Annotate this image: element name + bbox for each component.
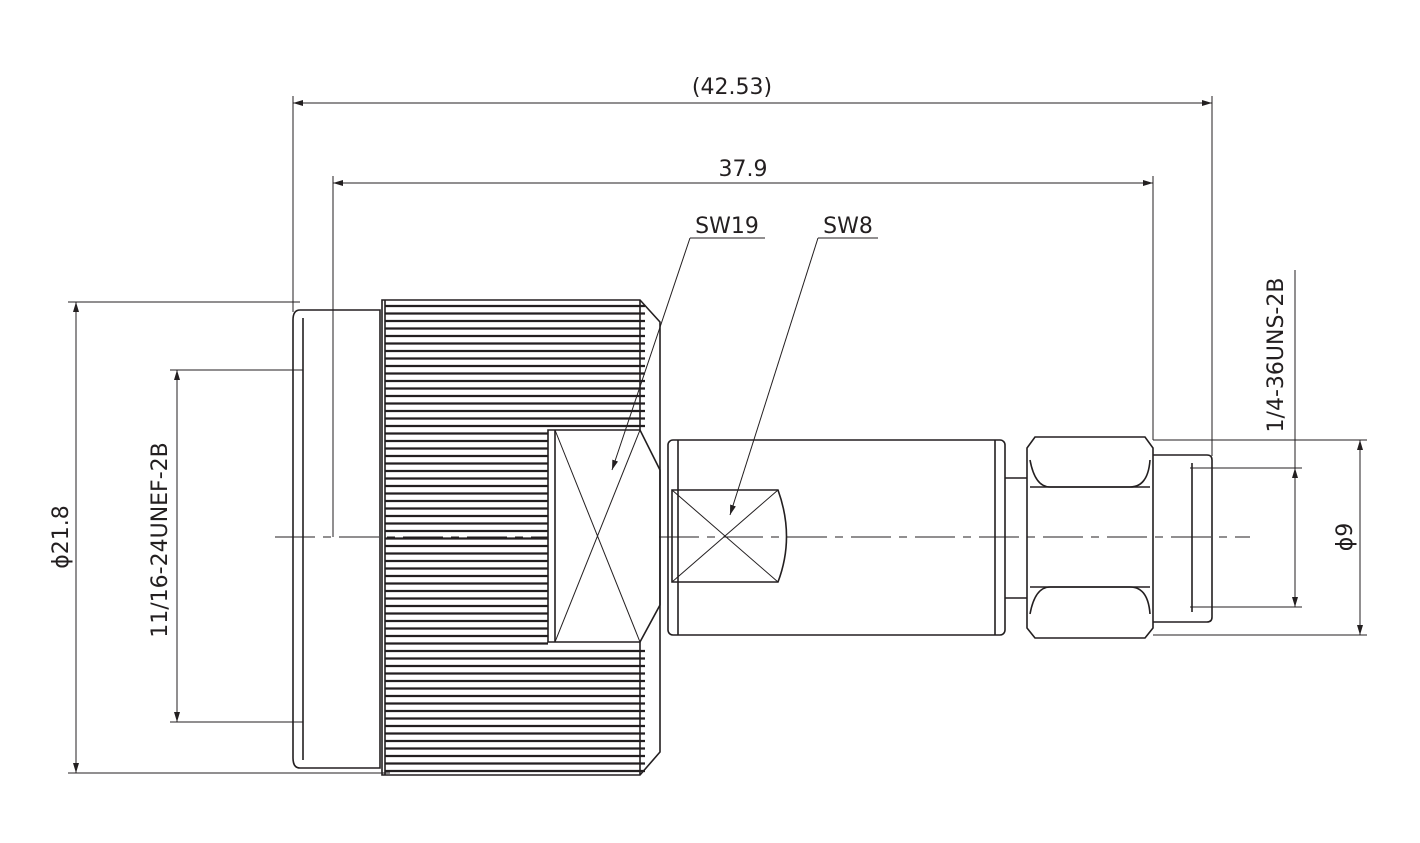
dimension-pin-diameter: ϕ9 (1153, 439, 1367, 636)
body-length-label: 37.9 (719, 157, 768, 182)
coupling-flange (292, 309, 381, 769)
sw8-label: SW8 (823, 214, 873, 239)
sw19-hex-flat (547, 429, 661, 643)
callout-sw19: SW19 (611, 214, 765, 471)
dimension-overall-length: (42.53) (292, 75, 1213, 456)
right-thread-label: 1/4-36UNS-2B (1264, 278, 1289, 433)
dimension-right-thread: 1/4-36UNS-2B (1190, 270, 1302, 608)
pin-diameter-label: ϕ9 (1333, 523, 1358, 552)
callout-sw8: SW8 (729, 214, 878, 516)
sw19-label: SW19 (695, 214, 759, 239)
rear-pin (1153, 454, 1213, 623)
overall-length-label: (42.53) (692, 75, 772, 100)
dimension-left-thread: 11/16-24UNEF-2B (148, 369, 303, 723)
hex-nut (1026, 436, 1154, 639)
left-thread-label: 11/16-24UNEF-2B (148, 442, 173, 637)
dimension-outer-diameter: ϕ21.8 (49, 301, 390, 774)
dimension-body-length: 37.9 (332, 157, 1154, 537)
knurl-lines (385, 304, 645, 773)
outer-diameter-label: ϕ21.8 (49, 505, 74, 569)
knurled-nut (381, 299, 661, 776)
connector-body (667, 439, 1027, 636)
